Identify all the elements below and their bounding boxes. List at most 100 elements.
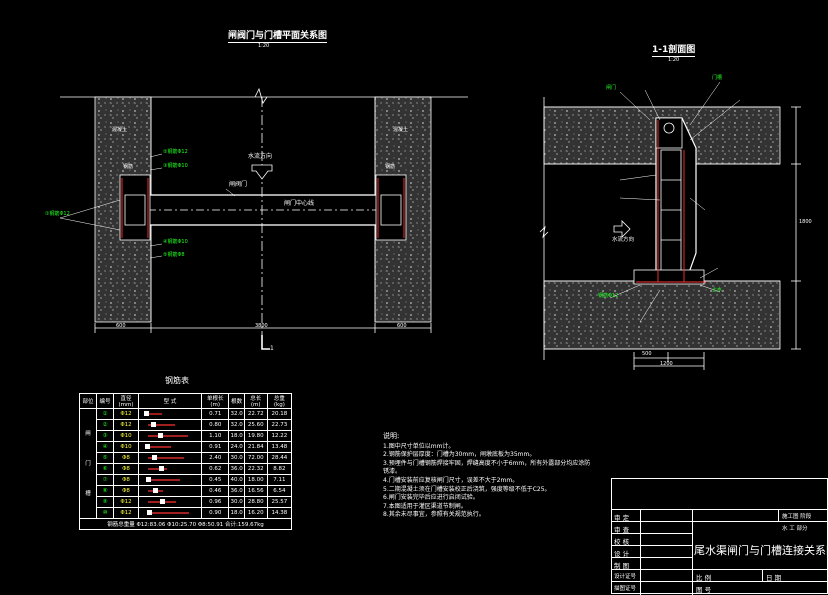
rebar-total-weight: 8.82 xyxy=(266,463,293,475)
rebar-unit-length: 0.80 xyxy=(200,419,230,431)
rebar-shape xyxy=(138,474,202,486)
tb-bottom-date: 日 期 xyxy=(766,574,782,582)
rebar-number: ⑥ xyxy=(96,463,114,475)
rebar-table-title: 钢筋表 xyxy=(165,376,189,385)
rebar-diameter: Φ12 xyxy=(113,419,139,431)
left-gate-slot xyxy=(119,174,151,241)
drawing-title: 尾水渠闸门与门槽连接关系图 xyxy=(694,544,828,557)
section-dim-2: 1200 xyxy=(660,361,673,367)
plan-side-label-1: 混凝土 xyxy=(112,127,128,133)
rebar-unit-length: 0.96 xyxy=(200,496,230,508)
note-item: 3.预埋件与门槽钢筋焊接牢固，焊缝高度不小于6mm，所有外露部分均应涂防锈漆。 xyxy=(383,459,591,476)
tb-row-3: 校 核 xyxy=(614,538,630,546)
rebar-number: ⑨ xyxy=(96,496,114,508)
rebar-total-length: 18.00 xyxy=(243,474,268,486)
rebar-count: 32.0 xyxy=(228,419,245,431)
tb-row-5: 制 图 xyxy=(614,562,630,570)
section-label-2: 门槽 xyxy=(712,75,723,81)
notes-head: 说明: xyxy=(383,432,400,440)
rebar-unit-length: 0.46 xyxy=(200,485,230,497)
rebar-shape xyxy=(138,441,202,453)
plan-green-label-3: ③钢筋Φ10 xyxy=(163,163,188,169)
rebar-number: ⑤ xyxy=(96,452,114,464)
rebar-unit-length: 1.10 xyxy=(200,430,230,442)
rebar-shape xyxy=(138,430,202,442)
rebar-total-weight: 25.57 xyxy=(266,496,293,508)
rebar-diameter: Φ10 xyxy=(113,441,139,453)
tb-row-4: 设 计 xyxy=(614,550,630,558)
rebar-count: 24.0 xyxy=(228,441,245,453)
rebar-diameter: Φ12 xyxy=(113,408,139,420)
rebar-total-weight: 12.22 xyxy=(266,430,293,442)
note-item: 7.本图适用于灌区渠道节制闸。 xyxy=(383,502,467,510)
rebar-total-length: 19.80 xyxy=(243,430,268,442)
plan-view-scale: 1:20 xyxy=(258,43,270,49)
tb-row-2: 审 查 xyxy=(614,526,630,534)
right-gate-slot xyxy=(375,174,407,241)
plan-top-label: 闸阀门 xyxy=(229,181,248,188)
section-label-1: 闸门 xyxy=(606,85,617,91)
section-label-4: 钢筋Φ12 xyxy=(598,293,619,299)
rebar-count: 18.0 xyxy=(228,507,245,519)
tb-row-6: 设计证号 xyxy=(614,574,637,580)
rebar-total-length: 16.56 xyxy=(243,485,268,497)
plan-dim-right: 600 xyxy=(397,323,407,329)
plan-dim-total: 3800 xyxy=(255,323,268,329)
section-lower-concrete xyxy=(543,280,781,350)
tb-bottom-number: 图 号 xyxy=(696,586,712,594)
rebar-diameter: Φ12 xyxy=(113,496,139,508)
rebar-count: 36.0 xyxy=(228,463,245,475)
note-item: 1.图中尺寸单位以mm计。 xyxy=(383,442,455,450)
rebar-unit-length: 2.40 xyxy=(200,452,230,464)
rebar-total-length: 72.00 xyxy=(243,452,268,464)
rebar-count: 36.0 xyxy=(228,485,245,497)
rebar-unit-length: 0.45 xyxy=(200,474,230,486)
rebar-count: 18.0 xyxy=(228,430,245,442)
rebar-total-length: 25.60 xyxy=(243,419,268,431)
plan-side-label-4: 钢筋 xyxy=(385,164,396,170)
rebar-number: ② xyxy=(96,419,114,431)
rebar-total-length: 16.20 xyxy=(243,507,268,519)
rebar-table-footer: 钢筋总重量 Φ12:83.06 Φ10:25.70 Φ8:50.91 合计:15… xyxy=(79,518,292,530)
rebar-shape xyxy=(138,463,202,475)
rebar-shape xyxy=(138,507,202,519)
plan-green-label-5: ⑤钢筋Φ8 xyxy=(163,252,185,258)
rebar-total-weight: 14.38 xyxy=(266,507,293,519)
rebar-diameter: Φ8 xyxy=(113,463,139,475)
section-dim-3: 1800 xyxy=(799,219,812,225)
plan-green-label-1: ①钢筋Φ12 xyxy=(45,211,70,217)
note-item: 5.二期混凝土须在门槽安装校正后浇筑，强度等级不低于C25。 xyxy=(383,485,551,493)
tb-bottom-scale: 比 例 xyxy=(696,574,712,582)
notes-block: 说明: 1.图中尺寸单位以mm计。 2.钢筋保护层厚度：门槽为30mm，闸墩底板… xyxy=(383,432,593,520)
tb-row-1: 审 定 xyxy=(614,514,630,522)
rebar-count: 32.0 xyxy=(228,408,245,420)
rebar-unit-length: 0.71 xyxy=(200,408,230,420)
note-item: 8.其余未尽事宜，参照有关规范执行。 xyxy=(383,511,485,519)
rebar-table-header: 部位 编号 直径(mm) 型 式 单根长(m) 根数 总长(m) 总重(kg) xyxy=(79,393,293,409)
rebar-number: ⑩ xyxy=(96,507,114,519)
section-label-5: 止水 xyxy=(712,287,723,293)
rebar-total-weight: 22.73 xyxy=(266,419,293,431)
rebar-total-weight: 28.44 xyxy=(266,452,293,464)
rebar-group-cell: 闸门槽 xyxy=(79,408,97,519)
rebar-table: 部位 编号 直径(mm) 型 式 单根长(m) 根数 总长(m) 总重(kg) … xyxy=(79,393,293,530)
tb-row-7: 描图证号 xyxy=(614,586,637,592)
rebar-shape xyxy=(138,419,202,431)
tb-right-top-2: 水 工 部分 xyxy=(782,526,808,532)
rebar-number: ④ xyxy=(96,441,114,453)
plan-green-label-4: ④钢筋Φ10 xyxy=(163,239,188,245)
rebar-diameter: Φ8 xyxy=(113,452,139,464)
section-view-title: 1-1剖面图 xyxy=(652,42,696,57)
rebar-total-weight: 6.54 xyxy=(266,485,293,497)
rebar-diameter: Φ8 xyxy=(113,474,139,486)
rebar-diameter: Φ10 xyxy=(113,430,139,442)
